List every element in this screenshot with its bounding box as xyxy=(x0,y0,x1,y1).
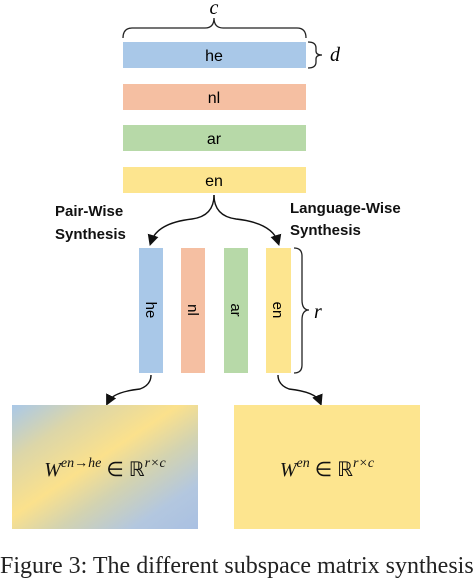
vbar-label-nl: nl xyxy=(184,304,201,316)
height-label: d xyxy=(330,44,341,66)
rank-label: r xyxy=(314,301,322,323)
vbar-label-en: en xyxy=(269,302,286,319)
pair-wise-formula: Wen→he ∈ ℝr×c xyxy=(44,456,166,481)
vertical-bar-en: en xyxy=(266,248,291,373)
vbar-label-ar: ar xyxy=(227,303,244,316)
vbar-label-he: he xyxy=(142,302,159,319)
height-brace xyxy=(307,41,323,69)
rank-brace xyxy=(293,247,310,374)
language-wise-formula: Wen ∈ ℝr×c xyxy=(280,456,375,481)
vertical-bar-he: he xyxy=(139,248,163,373)
vertical-bar-ar: ar xyxy=(224,248,248,373)
pair-wise-matrix xyxy=(12,405,198,529)
language-wise-matrix xyxy=(234,405,420,529)
width-label: c xyxy=(210,0,219,19)
language-wise-arrow xyxy=(213,194,282,247)
bar-label-he: he xyxy=(205,48,223,65)
vertical-bar-nl: nl xyxy=(181,248,205,373)
bar-label-en: en xyxy=(205,173,223,190)
lang-result-arrow xyxy=(277,374,323,406)
horizontal-bar-ar: ar xyxy=(123,125,306,151)
bar-label-ar: ar xyxy=(207,131,222,148)
horizontal-bar-he: he xyxy=(123,42,306,68)
pair-wise-arrow xyxy=(147,194,215,247)
figure-caption: Figure 3: The different subspace matrix … xyxy=(0,553,474,579)
bar-label-nl: nl xyxy=(208,90,220,107)
horizontal-bar-nl: nl xyxy=(123,84,306,110)
horizontal-bar-en: en xyxy=(123,167,306,193)
width-brace xyxy=(122,17,307,39)
pair-result-arrow xyxy=(106,374,152,406)
